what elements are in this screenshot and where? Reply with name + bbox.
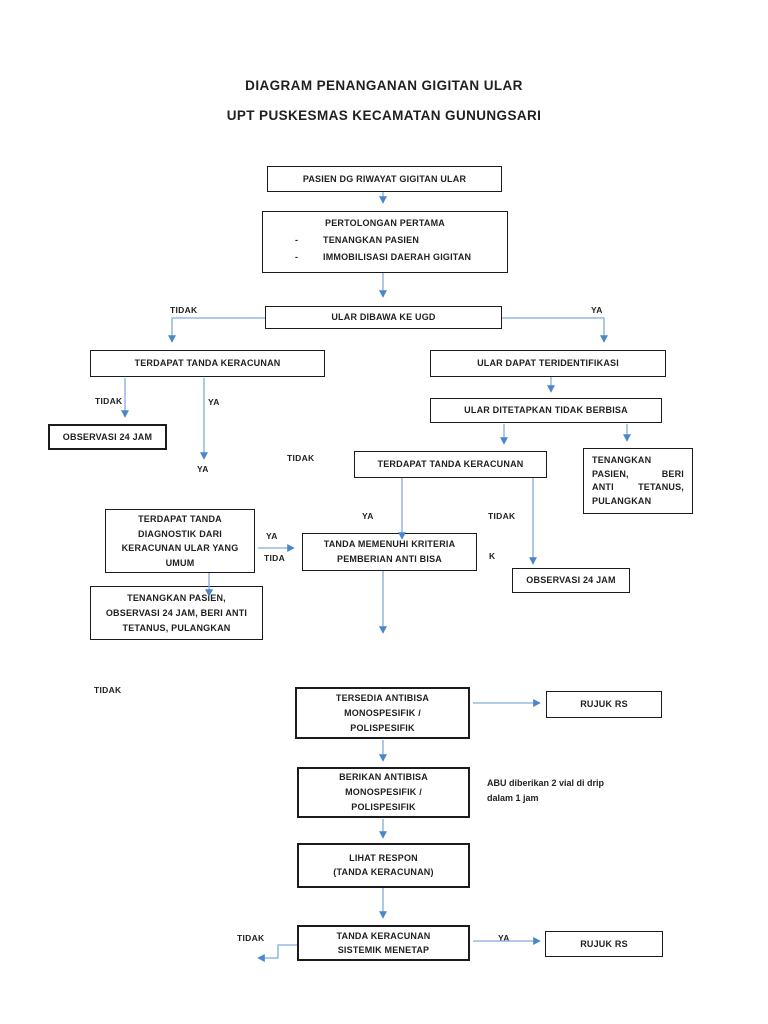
node-text: TETANUS, PULANGKAN	[122, 622, 231, 633]
arrow-sistemik-tidak	[257, 944, 297, 962]
node-tersedia-antibisa: TERSEDIA ANTIBISA MONOSPESIFIK / POLISPE…	[295, 687, 470, 739]
node-text: TERDAPAT TANDA KERACUNAN	[377, 459, 524, 469]
arrow-ugd-tidak	[168, 317, 265, 343]
node-text: OBSERVASI 24 JAM	[62, 431, 153, 442]
node-text: ULAR DIBAWA KE UGD	[331, 312, 436, 322]
node-text: PASIEN DG RIWAYAT GIGITAN ULAR	[302, 173, 467, 184]
bullet-item: - TENANGKAN PASIEN	[295, 234, 503, 247]
node-berikan-antibisa: BERIKAN ANTIBISA MONOSPESIFIK / POLISPES…	[297, 767, 470, 818]
bullet-text: IMMOBILISASI DAERAH GIGITAN	[323, 252, 472, 262]
node-terdapat-keracunan-mid: TERDAPAT TANDA KERACUNAN	[354, 451, 547, 478]
bullet-list: - TENANGKAN PASIEN - IMMOBILISASI DAERAH…	[267, 230, 503, 264]
page-title-line1: DIAGRAM PENANGANAN GIGITAN ULAR	[245, 78, 523, 93]
node-text: DIAGNOSTIK DARI	[138, 528, 222, 539]
node-text: KERACUNAN ULAR YANG	[121, 543, 239, 553]
edge-label-ya-lower: YA	[197, 464, 209, 474]
annotation-line: dalam 1 jam	[487, 793, 539, 803]
node-text-line: PASIEN, BERI	[592, 468, 684, 481]
edge-label-tidak-mid: TIDAK	[287, 453, 315, 463]
node-observasi-24jam-left: OBSERVASI 24 JAM	[48, 424, 167, 450]
node-observasi-24jam-right: OBSERVASI 24 JAM	[512, 568, 630, 593]
node-text: PASIEN,	[592, 468, 629, 479]
edge-label-tidak-ugd: TIDAK	[170, 305, 198, 315]
node-text: ANTI	[592, 482, 614, 493]
arrow-ugd-ya	[502, 317, 608, 343]
node-text: TENANGKAN PASIEN,	[127, 592, 226, 603]
node-pertolongan-pertama: PERTOLONGAN PERTAMA - TENANGKAN PASIEN -…	[262, 211, 508, 273]
node-tenangkan-pulangkan-right: TENANGKAN PASIEN, BERI ANTI TETANUS, PUL…	[583, 448, 693, 514]
annotation-abu-note: ABU diberikan 2 vial di drip dalam 1 jam	[487, 776, 604, 806]
node-text: UMUM	[165, 557, 195, 568]
node-text: TANDA MEMENUHI KRITERIA	[323, 539, 456, 549]
node-ular-dibawa-ugd: ULAR DIBAWA KE UGD	[265, 306, 502, 329]
node-lihat-respon: LIHAT RESPON (TANDA KERACUNAN)	[297, 843, 470, 888]
edge-label-ya-branch: YA	[362, 511, 374, 521]
node-text: TETANUS,	[638, 482, 684, 493]
node-text: RUJUK RS	[580, 699, 628, 709]
page-title-line2: UPT PUSKESMAS KECAMATAN GUNUNGSARI	[226, 108, 542, 123]
bullet-dash: -	[295, 252, 299, 262]
edge-label-tidak-bottom: TIDAK	[237, 933, 265, 943]
node-text: TENANGKAN	[592, 455, 652, 465]
bullet-text: TENANGKAN PASIEN	[323, 235, 420, 245]
annotation-line: ABU diberikan 2 vial di drip	[487, 778, 605, 788]
bullet-item: - IMMOBILISASI DAERAH GIGITAN	[295, 251, 503, 264]
node-text: POLISPESIFIK	[350, 722, 415, 733]
edge-label-ya-diagnostik: YA	[266, 531, 278, 541]
edge-label-ya-bottom: YA	[498, 933, 510, 943]
node-text: PULANGKAN	[592, 495, 652, 506]
node-text: MONOSPESIFIK /	[344, 707, 421, 718]
node-text: PEMBERIAN ANTI BISA	[337, 554, 442, 564]
node-ditetapkan-tidak-berbisa: ULAR DITETAPKAN TIDAK BERBISA	[430, 398, 662, 423]
node-text: BERI	[661, 468, 684, 479]
node-text: LIHAT RESPON	[349, 853, 418, 863]
node-text: BERIKAN ANTIBISA	[339, 772, 428, 782]
node-pasien-riwayat: PASIEN DG RIWAYAT GIGITAN ULAR	[267, 166, 502, 192]
node-tanda-diagnostik: TERDAPAT TANDA DIAGNOSTIK DARI KERACUNAN…	[105, 509, 255, 573]
node-text: SISTEMIK MENETAP	[337, 945, 430, 955]
node-text: TERDAPAT TANDA KERACUNAN	[134, 358, 281, 368]
node-title: PERTOLONGAN PERTAMA	[325, 218, 445, 228]
node-text: TANDA KERACUNAN	[336, 931, 431, 941]
node-text: RUJUK RS	[580, 938, 628, 949]
node-text: TERDAPAT TANDA	[138, 514, 222, 524]
edge-label-ya-upper: YA	[208, 397, 220, 407]
bullet-dash: -	[295, 235, 299, 245]
node-text: (TANDA KERACUNAN)	[333, 867, 434, 877]
node-text-line: ANTI TETANUS,	[592, 481, 684, 494]
node-text: ULAR DITETAPKAN TIDAK BERBISA	[464, 405, 628, 415]
edge-label-tidak-far: TIDAK	[94, 685, 122, 695]
node-rujuk-rs-top: RUJUK RS	[546, 691, 662, 718]
edge-label-tida-diagnostik: TIDA	[264, 553, 286, 563]
node-keracunan-sistemik: TANDA KERACUNAN SISTEMIK MENETAP	[297, 925, 470, 961]
node-text: OBSERVASI 24 JAM	[526, 575, 616, 585]
node-rujuk-rs-bottom: RUJUK RS	[545, 931, 663, 957]
node-tenangkan-pulangkan-left: TENANGKAN PASIEN, OBSERVASI 24 JAM, BERI…	[90, 586, 263, 640]
edge-label-k-stray: K	[489, 551, 496, 561]
node-text: OBSERVASI 24 JAM, BERI ANTI	[105, 607, 248, 618]
node-text: MONOSPESIFIK /	[345, 787, 422, 797]
node-ular-teridentifikasi: ULAR DAPAT TERIDENTIFIKASI	[430, 350, 666, 377]
node-text: POLISPESIFIK	[351, 802, 416, 812]
edge-label-tidak-branch: TIDAK	[488, 511, 516, 521]
node-terdapat-keracunan-left: TERDAPAT TANDA KERACUNAN	[90, 350, 325, 377]
edge-label-ya-ugd: YA	[591, 305, 603, 315]
node-memenuhi-kriteria: TANDA MEMENUHI KRITERIA PEMBERIAN ANTI B…	[302, 533, 477, 571]
node-text: ULAR DAPAT TERIDENTIFIKASI	[477, 358, 619, 368]
node-text: TERSEDIA ANTIBISA	[335, 692, 430, 703]
edge-label-tidak-observasi: TIDAK	[95, 396, 123, 406]
